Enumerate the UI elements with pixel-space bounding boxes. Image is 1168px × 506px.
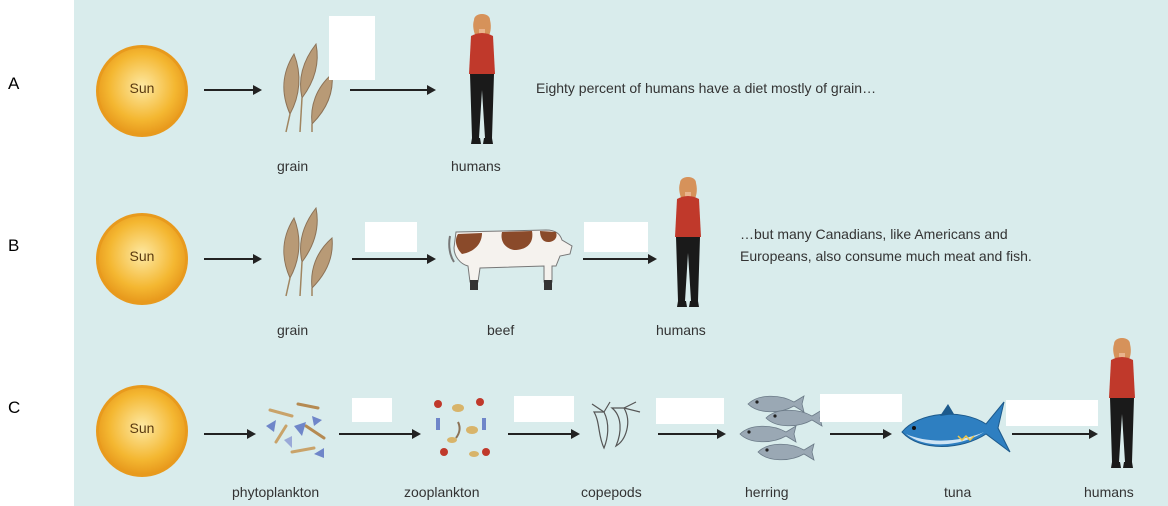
arrow-icon: [1012, 433, 1096, 435]
herring-label: herring: [745, 484, 789, 500]
row-b-caption-line-1: …but many Canadians, like Americans and: [740, 224, 1160, 245]
humans-label: humans: [656, 322, 706, 338]
arrow-icon: [508, 433, 578, 435]
arrow-icon: [583, 258, 655, 260]
arrow-icon: [204, 433, 254, 435]
blank-box: [820, 394, 902, 422]
sun-label: Sun: [112, 248, 172, 264]
tuna-label: tuna: [944, 484, 971, 500]
zooplankton-label: zooplankton: [404, 484, 480, 500]
human-icon: [1102, 336, 1142, 472]
blank-box: [584, 222, 648, 252]
human-icon: [462, 12, 502, 148]
grain-label: grain: [277, 322, 308, 338]
grain-icon: [272, 200, 338, 300]
arrow-icon: [352, 258, 434, 260]
arrow-icon: [339, 433, 419, 435]
blank-box: [365, 222, 417, 252]
row-a-caption: Eighty percent of humans have a diet mos…: [536, 78, 1096, 99]
row-letter-c: C: [8, 398, 20, 418]
copepods-label: copepods: [581, 484, 642, 500]
copepod-icon: [588, 402, 644, 454]
arrow-icon: [350, 89, 434, 91]
blank-box: [329, 16, 375, 80]
human-icon: [668, 175, 708, 311]
blank-box: [656, 398, 724, 424]
phytoplankton-label: phytoplankton: [232, 484, 319, 500]
phytoplankton-icon: [262, 396, 330, 462]
row-b-caption-line-2: Europeans, also consume much meat and fi…: [740, 246, 1160, 267]
arrow-icon: [830, 433, 890, 435]
row-letter-a: A: [8, 74, 19, 94]
herring-icon: [740, 394, 822, 464]
blank-box: [514, 396, 574, 422]
sun-label: Sun: [112, 80, 172, 96]
humans-label: humans: [1084, 484, 1134, 500]
blank-box: [352, 398, 392, 422]
arrow-icon: [204, 258, 260, 260]
zooplankton-icon: [428, 392, 498, 464]
row-letter-b: B: [8, 236, 19, 256]
cow-icon: [448, 220, 576, 304]
beef-label: beef: [487, 322, 514, 338]
arrow-icon: [658, 433, 724, 435]
humans-label: humans: [451, 158, 501, 174]
sun-label: Sun: [112, 420, 172, 436]
arrow-icon: [204, 89, 260, 91]
blank-box: [1006, 400, 1098, 426]
tuna-icon: [900, 398, 1012, 460]
grain-label: grain: [277, 158, 308, 174]
